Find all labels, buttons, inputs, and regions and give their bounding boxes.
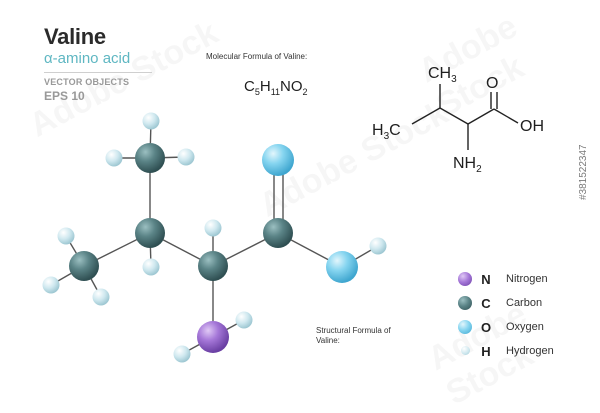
title-divider [44,72,152,73]
carbon-atom [69,251,99,281]
legend-symbol: C [481,295,491,311]
formula-h: H [259,78,271,95]
legend-item-hydrogen: H Hydrogen [456,341,554,361]
hydrogen-atom [42,276,60,294]
ball-and-stick-model [42,112,387,363]
legend-name: Carbon [506,297,543,309]
h3c-left-label: H3C [372,122,401,142]
page-subtitle: α-amino acid [44,50,131,67]
nh2-label: NH2 [453,155,482,175]
molecular-formula-label: Molecular Formula of Valine: [206,52,308,61]
hydrogen-atom [235,311,253,329]
hydrogen-atom [204,219,222,237]
legend-name: Oxygen [506,321,544,333]
skeletal-bond [411,107,441,125]
formula-o-count: 2 [302,87,308,97]
oh-label: OH [520,118,544,135]
hydrogen-atom [142,258,160,276]
carbon-atom [263,218,293,248]
legend-symbol: O [480,319,492,335]
formula-c-count: 5 [254,87,260,97]
hydrogen-atom [177,148,195,166]
oxygen-atom [326,251,358,283]
stock-id: #381522347 [578,144,589,200]
hydrogen-swatch [461,346,470,355]
skeletal-bond [493,108,519,124]
page-title: Valine [44,24,106,49]
skeletal-bond [439,107,469,125]
formula-no: NO [280,78,303,95]
oxygen-atom [262,144,294,176]
legend-symbol: N [481,271,491,287]
legend-item-oxygen: O Oxygen [456,317,544,337]
hydrogen-atom [105,149,123,167]
nitrogen-swatch [458,272,472,286]
vector-objects-label: VECTOR OBJECTS [44,77,130,87]
carbon-atom [198,251,228,281]
oxygen-swatch [458,320,472,334]
carbon-atom [135,143,165,173]
hydrogen-atom [142,112,160,130]
skeletal-bonds [411,84,519,150]
formula-h-count: 11 [270,87,281,97]
carbonyl-o-label: O [486,75,498,92]
molecular-formula: C5H11NO2 [244,78,308,97]
legend-item-nitrogen: N Nitrogen [456,269,548,289]
legend-item-carbon: C Carbon [456,293,542,313]
carbon-atom [135,218,165,248]
hydrogen-atom [173,345,191,363]
legend-symbol: H [481,343,491,359]
formula-c: C [244,78,255,95]
legend-name: Nitrogen [506,273,548,285]
skeletal-bond [467,108,495,125]
eps-label: EPS 10 [44,89,85,103]
structural-formula-label: Structural Formula of Valine: [316,326,391,345]
atoms [42,112,387,363]
hydrogen-atom [57,227,75,245]
hydrogen-atom [369,237,387,255]
hydrogen-atom [92,288,110,306]
skeletal-formula: CH3 H3C O OH NH2 [372,65,544,175]
legend-name: Hydrogen [506,345,554,357]
ch3-top-label: CH3 [428,65,457,85]
nitrogen-atom [197,321,229,353]
carbon-swatch [458,296,472,310]
